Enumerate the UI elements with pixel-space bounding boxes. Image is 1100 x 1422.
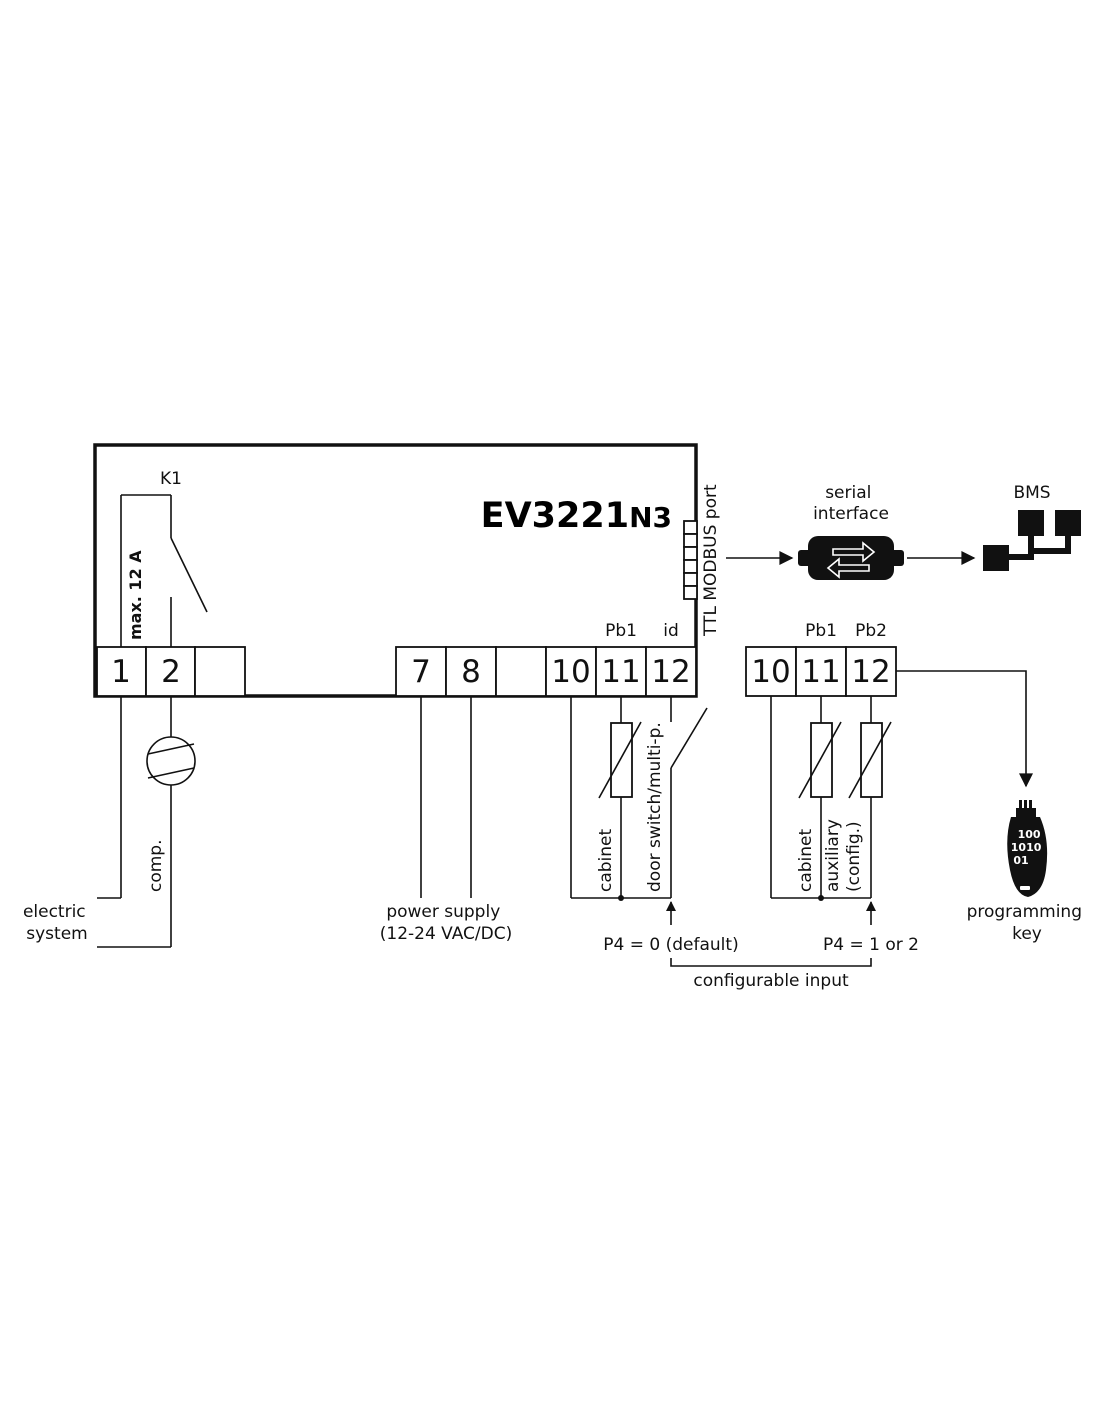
terminal-number: 1 [111,654,131,690]
model-suffix: N3 [629,501,672,534]
terminal-12-alt[interactable]: 12 [845,646,897,697]
power-supply-line2: (12-24 VAC/DC) [380,924,513,944]
power-supply-label: power supply (12-24 VAC/DC) [380,902,513,944]
terminal-number: 8 [461,654,481,690]
terminal-block-main: 1 2 7 8 10 11 12 [96,646,697,697]
terminal-to-key-arrow [896,670,1033,788]
door-switch-label: door switch/multi-p. [645,722,665,892]
id-label-main: id [663,621,679,641]
terminal-10[interactable]: 10 [545,646,597,697]
cabinet-label-main: cabinet [596,828,616,892]
port-label: TTL MODBUS port [701,484,721,637]
bms-network-icon [983,510,1081,571]
programming-key-line1: programming [967,902,1082,922]
pb2-label-alt: Pb2 [855,621,887,641]
p4-default-label: P4 = 0 (default) [603,935,738,955]
terminal-number: 11 [801,654,840,690]
programming-key-label: programming key [967,902,1088,944]
terminal-blank [495,646,547,697]
serial-interface-label: serial interface [813,483,889,524]
electric-system-line2: system [26,924,87,944]
terminal-number: 2 [161,654,181,690]
model-main: EV3221 [481,496,629,536]
terminal-2[interactable]: 2 [145,646,196,697]
configurable-input-label: configurable input [693,971,849,991]
cabinet-label-alt: cabinet [796,828,816,892]
p4-alt-label: P4 = 1 or 2 [823,935,919,955]
bms-label: BMS [1013,483,1050,503]
auxiliary-label: auxiliary [823,819,843,892]
terminal-number: 11 [601,654,640,690]
terminal-number: 12 [651,654,690,690]
terminal-block-alt: 10 11 12 [745,646,897,697]
compressor-icon [146,736,196,786]
terminal-blank [194,646,246,697]
terminal-11[interactable]: 11 [595,646,647,697]
programming-key-line2: key [1012,924,1042,944]
serial-interface-icon [798,536,904,580]
terminal-8[interactable]: 8 [445,646,497,697]
compressor-label: comp. [146,839,166,892]
configurable-input-bracket [670,958,872,967]
programming-key-icon: 100 1010 01 [1007,800,1048,897]
terminal-10-alt[interactable]: 10 [745,646,797,697]
svg-text:100 1010 01: 100 1010 01 [1011,828,1045,867]
modbus-port[interactable] [683,520,698,600]
relay-contact [170,537,208,613]
config-label: (config.) [844,821,864,892]
terminal-12[interactable]: 12 [645,646,697,697]
serial-interface-line1: serial [825,483,871,503]
pb1-label-alt: Pb1 [805,621,837,641]
relay-label: K1 [160,469,182,489]
max-current-label: max. 12 A [126,550,145,640]
terminal-number: 10 [551,654,590,690]
model-name: EV3221N3 [481,496,672,536]
terminal-11-alt[interactable]: 11 [795,646,847,697]
terminal-1[interactable]: 1 [96,646,147,697]
terminal-number: 12 [851,654,890,690]
power-supply-line1: power supply [386,902,500,922]
pb1-label-main: Pb1 [605,621,637,641]
serial-interface-line2: interface [813,504,889,524]
main-probe-wiring [570,696,708,901]
door-switch-contact [670,707,708,769]
terminal-7[interactable]: 7 [395,646,447,697]
key-bits-line2: 1010 [1011,841,1042,854]
key-bits-line1: 100 [1018,828,1041,841]
alt-probe-wiring [770,696,892,901]
key-bits-line3: 01 [1013,854,1028,867]
electric-system-wiring [97,696,172,948]
electric-system-line1: electric [23,902,86,922]
terminal-number: 10 [751,654,790,690]
electric-system-label: electric system [23,902,91,944]
terminal-number: 7 [411,654,431,690]
